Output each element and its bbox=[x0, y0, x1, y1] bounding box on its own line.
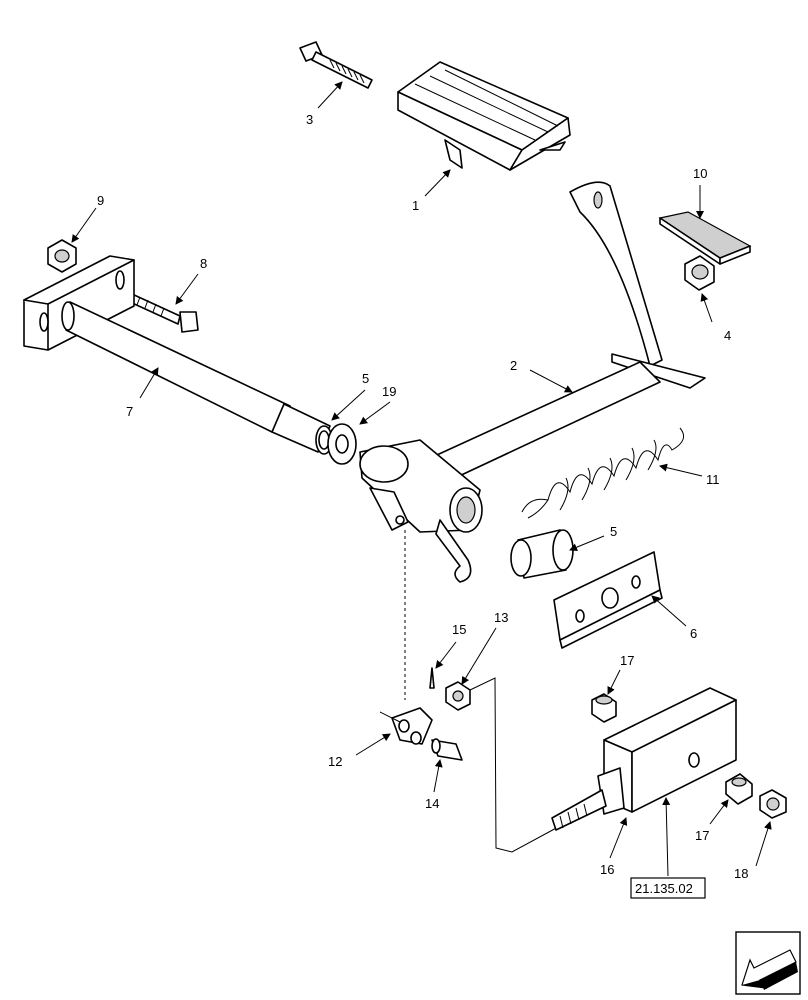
callout-9: 9 bbox=[97, 193, 104, 208]
callout-15: 15 bbox=[452, 622, 466, 637]
plate-part-6 bbox=[553, 551, 663, 649]
callout-1: 1 bbox=[412, 198, 419, 213]
callout-10: 10 bbox=[693, 166, 707, 181]
callout-5-lower: 5 bbox=[610, 524, 617, 539]
plate-part-10 bbox=[658, 211, 752, 265]
shaft-part-7 bbox=[23, 255, 333, 455]
nut-part-13 bbox=[445, 681, 471, 711]
callout-16: 16 bbox=[600, 862, 614, 877]
callout-4: 4 bbox=[724, 328, 731, 343]
bolt-part-3 bbox=[299, 41, 373, 89]
callout-11: 11 bbox=[706, 472, 720, 487]
callout-3: 3 bbox=[306, 112, 313, 127]
callout-labels: 3 1 10 4 9 8 7 5 19 2 11 5 6 15 13 17 12… bbox=[97, 112, 748, 881]
pin-part-14 bbox=[431, 738, 463, 761]
actuator-part-16 bbox=[551, 687, 737, 831]
callout-8: 8 bbox=[200, 256, 207, 271]
bushing-part-5-lower bbox=[510, 529, 574, 579]
washer-part-19 bbox=[327, 423, 357, 465]
callout-17-upper: 17 bbox=[620, 653, 634, 668]
callout-18: 18 bbox=[734, 866, 748, 881]
callout-17-lower: 17 bbox=[695, 828, 709, 843]
callout-19: 19 bbox=[382, 384, 396, 399]
nut-part-9 bbox=[47, 239, 77, 273]
callout-6: 6 bbox=[690, 626, 697, 641]
callout-2: 2 bbox=[510, 358, 517, 373]
pedal-pad-part-1 bbox=[397, 61, 571, 171]
callout-5-upper: 5 bbox=[362, 371, 369, 386]
clevis-part-12 bbox=[379, 707, 433, 745]
pedal-arm-part-2 bbox=[359, 181, 706, 583]
arrow-back-icon[interactable] bbox=[735, 931, 801, 995]
callout-7: 7 bbox=[126, 404, 133, 419]
bolt-part-8 bbox=[129, 293, 199, 333]
spring-part-11 bbox=[521, 427, 685, 519]
reference-box-label: 21.135.02 bbox=[635, 881, 693, 896]
bushing-part-17-upper bbox=[591, 693, 617, 723]
callout-14: 14 bbox=[425, 796, 439, 811]
bushing-part-17-lower bbox=[725, 773, 753, 805]
callout-12: 12 bbox=[328, 754, 342, 769]
nut-part-4 bbox=[684, 255, 715, 291]
reference-box[interactable]: 21.135.02 bbox=[630, 877, 706, 899]
leader-lines bbox=[71, 81, 772, 877]
callout-13: 13 bbox=[494, 610, 508, 625]
nut-part-18 bbox=[759, 789, 787, 819]
cotter-pin-part-15 bbox=[429, 667, 435, 689]
cable-route bbox=[404, 530, 561, 853]
